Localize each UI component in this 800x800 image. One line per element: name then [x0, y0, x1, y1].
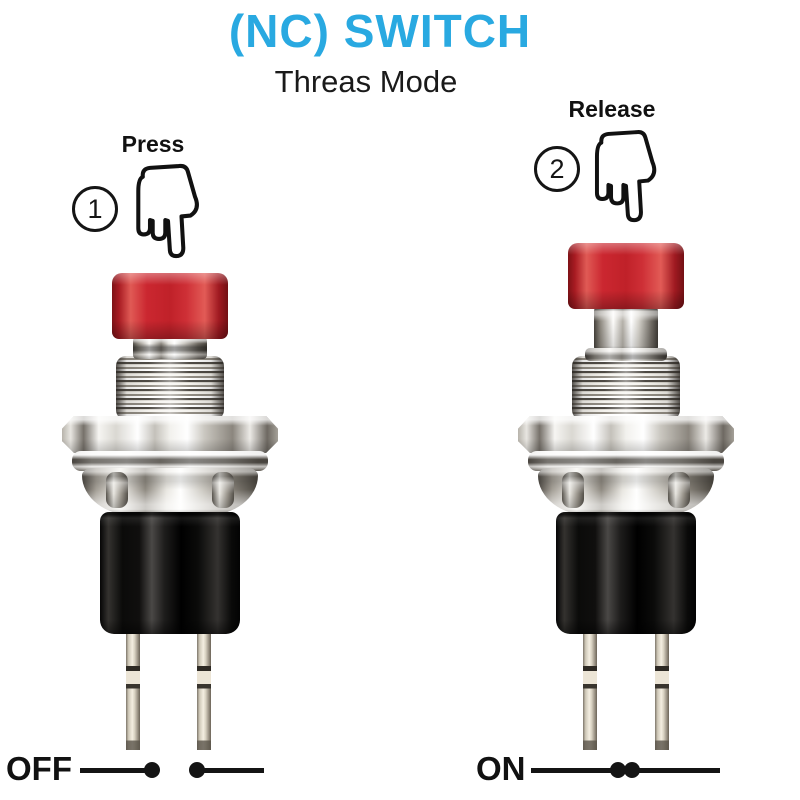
- contact-prong: [562, 472, 584, 508]
- contact-dot: [624, 762, 640, 778]
- pushbutton-switch-released: [511, 240, 741, 754]
- switch-body: [556, 512, 696, 634]
- press-label: Press: [121, 131, 185, 157]
- lock-washer: [72, 451, 268, 471]
- button-cap: [112, 273, 228, 339]
- cap-collar: [133, 337, 207, 359]
- contact-dot: [144, 762, 160, 778]
- wire-segment: [638, 768, 720, 773]
- hex-nut: [62, 416, 278, 453]
- stem-flange: [585, 348, 667, 361]
- lock-washer: [528, 451, 724, 471]
- pointing-hand-down-icon: [123, 158, 213, 274]
- thread-section: [572, 356, 680, 420]
- pointing-hand-down-icon: [582, 124, 670, 238]
- switch-body: [100, 512, 240, 634]
- step-2-badge: 2: [534, 146, 580, 192]
- wire-segment: [204, 768, 264, 773]
- wire-segment: [80, 768, 146, 773]
- terminal-pin-left: [126, 632, 140, 750]
- contact-prong: [106, 472, 128, 508]
- step-1-number: 1: [87, 193, 103, 224]
- base-dome: [538, 468, 714, 516]
- hex-nut: [518, 416, 734, 453]
- pushbutton-switch-pressed: [55, 240, 285, 754]
- button-cap: [568, 243, 684, 309]
- base-dome: [82, 468, 258, 516]
- page-subtitle: Threas Mode: [274, 64, 458, 99]
- on-label: ON: [476, 750, 526, 787]
- contact-dot: [189, 762, 205, 778]
- step-2-number: 2: [549, 153, 565, 184]
- page-title: (NC) SWITCH: [228, 5, 532, 57]
- step-1-badge: 1: [72, 186, 118, 232]
- contact-prong: [212, 472, 234, 508]
- release-label: Release: [568, 96, 656, 122]
- off-label: OFF: [6, 750, 72, 787]
- terminal-pin-right: [197, 632, 211, 750]
- terminal-pin-left: [583, 632, 597, 750]
- contact-prong: [668, 472, 690, 508]
- plunger-stem: [594, 307, 658, 351]
- thread-section: [116, 356, 224, 420]
- wire-segment: [531, 768, 613, 773]
- contact-dot: [610, 762, 626, 778]
- terminal-pin-right: [655, 632, 669, 750]
